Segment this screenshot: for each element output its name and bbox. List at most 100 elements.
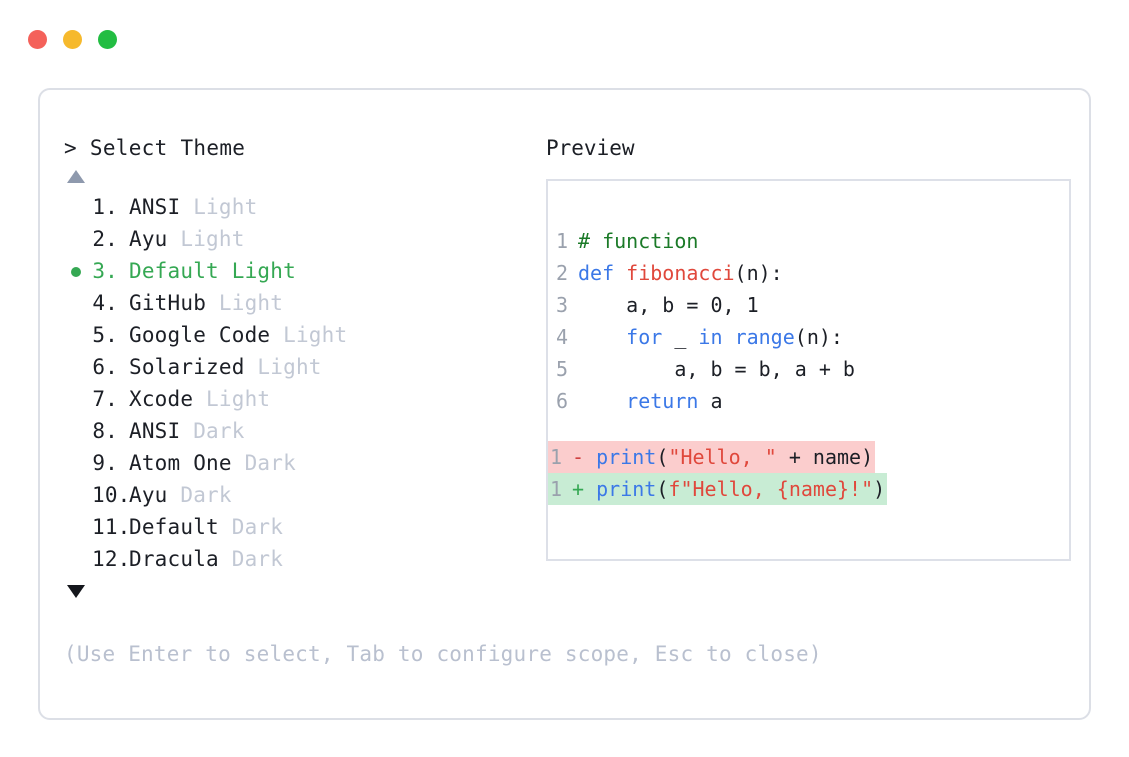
- theme-item-index: 12.: [92, 547, 131, 571]
- maximize-window-button[interactable]: [98, 30, 117, 49]
- code-line-text: return a: [578, 385, 723, 417]
- theme-list-item[interactable]: 1.ANSI Light: [64, 191, 534, 223]
- selection-bullet-icon: [71, 427, 81, 437]
- selection-bullet-icon: [71, 203, 81, 213]
- theme-list-item[interactable]: 4.GitHub Light: [64, 287, 534, 319]
- theme-item-name: Xcode: [129, 387, 194, 411]
- theme-item-name: Google Code: [129, 323, 271, 347]
- theme-item-index: 5.: [92, 323, 118, 347]
- theme-list-item[interactable]: 8. ANSI Dark: [64, 415, 534, 447]
- code-token: in: [698, 325, 723, 349]
- theme-item-variant: Dark: [167, 483, 232, 507]
- close-window-button[interactable]: [28, 30, 47, 49]
- diff-line-body: 1+ print(f"Hello, {name}!"): [548, 473, 888, 505]
- line-number: 3: [555, 293, 568, 317]
- theme-item-variant: Light: [244, 355, 322, 379]
- diff-line-removed: 1- print("Hello, " + name): [548, 441, 1069, 473]
- theme-item-variant: Dark: [231, 451, 296, 475]
- code-token: [578, 389, 626, 413]
- code-token: return: [626, 389, 699, 413]
- window-traffic-lights: [28, 30, 117, 49]
- selection-bullet-icon: [71, 267, 81, 277]
- triangle-up-icon[interactable]: [67, 170, 85, 183]
- code-token: # function: [578, 229, 699, 253]
- code-token: !": [849, 477, 874, 501]
- selection-bullet-icon: [71, 395, 81, 405]
- theme-item-variant: Light: [270, 323, 348, 347]
- preview-title: Preview: [546, 136, 635, 160]
- code-token: range: [734, 325, 795, 349]
- theme-item-name: Ayu: [129, 227, 168, 251]
- code-token: (n):: [734, 261, 783, 285]
- theme-list-item[interactable]: 7.Xcode Light: [64, 383, 534, 415]
- keyboard-hint: (Use Enter to select, Tab to configure s…: [64, 642, 822, 666]
- theme-item-name: Dracula: [129, 547, 219, 571]
- line-number: 6: [555, 389, 568, 413]
- line-number: 1: [550, 445, 563, 469]
- selection-bullet-icon: [71, 363, 81, 373]
- theme-item-variant: Dark: [180, 419, 245, 443]
- code-line: 4 for _ in range(n):: [548, 321, 1069, 353]
- code-token: [578, 325, 626, 349]
- code-token: a: [698, 389, 723, 413]
- theme-item-index: 7.: [92, 387, 118, 411]
- code-token: fibonacci: [626, 261, 735, 285]
- theme-item-index: 8.: [92, 419, 118, 443]
- code-token: {name}: [776, 477, 850, 501]
- line-number: 1: [550, 477, 563, 501]
- theme-list-item[interactable]: 6. Solarized Light: [64, 351, 534, 383]
- code-token: _: [662, 325, 699, 349]
- theme-item-index: 10.: [92, 483, 131, 507]
- code-line: 2 def fibonacci(n):: [548, 257, 1069, 289]
- theme-item-name: Default: [129, 259, 219, 283]
- code-token: print: [596, 477, 657, 501]
- theme-item-variant: Light: [180, 195, 258, 219]
- triangle-down-icon[interactable]: [67, 585, 85, 598]
- theme-list-item[interactable]: 3.Default Light: [64, 255, 534, 287]
- theme-list-item[interactable]: 12.Dracula Dark: [64, 543, 534, 575]
- selection-bullet-icon: [71, 555, 81, 565]
- theme-item-name: Atom One: [129, 451, 232, 475]
- diff-sign: -: [572, 445, 597, 469]
- theme-item-index: 3.: [92, 259, 118, 283]
- minimize-window-button[interactable]: [63, 30, 82, 49]
- selection-bullet-icon: [71, 235, 81, 245]
- code-line: 1 # function: [548, 225, 1069, 257]
- theme-list-item[interactable]: 2.Ayu Light: [64, 223, 534, 255]
- code-line: 5 a, b = b, a + b: [548, 353, 1069, 385]
- theme-item-index: 4.: [92, 291, 118, 315]
- theme-item-variant: Dark: [218, 515, 284, 539]
- code-line-text: a, b = b, a + b: [578, 353, 855, 385]
- theme-item-name: Ayu: [129, 483, 168, 507]
- selection-bullet-icon: [71, 299, 81, 309]
- theme-list-item[interactable]: 10.Ayu Dark: [64, 479, 534, 511]
- code-line-text: def fibonacci(n):: [578, 257, 783, 289]
- theme-list-item[interactable]: 5. Google Code Light: [64, 319, 534, 351]
- diff-sign: +: [572, 477, 597, 501]
- code-line-text: # function: [578, 225, 698, 257]
- theme-item-name: Solarized: [129, 355, 245, 379]
- selection-bullet-icon: [71, 459, 81, 469]
- code-token: [723, 325, 735, 349]
- theme-item-name: GitHub: [129, 291, 207, 315]
- selection-bullet-icon: [71, 523, 81, 533]
- selection-bullet-icon: [71, 331, 81, 341]
- theme-item-name: Default: [129, 515, 219, 539]
- theme-list-item[interactable]: 11.Default Dark: [64, 511, 534, 543]
- code-token: for: [626, 325, 663, 349]
- line-number: 2: [555, 261, 568, 285]
- line-number: 1: [555, 229, 568, 253]
- theme-item-index: 6.: [92, 355, 118, 379]
- theme-list-item[interactable]: 9. Atom One Dark: [64, 447, 534, 479]
- theme-item-index: 9.: [92, 451, 118, 475]
- code-preview-box: 1 # function 2 def fibonacci(n): 3 a, b = 0,…: [546, 179, 1071, 561]
- theme-item-name: ANSI: [129, 419, 181, 443]
- diff-line-body: 1- print("Hello, " + name): [548, 441, 876, 473]
- code-token: (: [656, 477, 669, 501]
- code-line-text: a, b = 0, 1: [578, 289, 758, 321]
- preview-column: Preview 1 # function 2 def fibonacci(n): 3 a…: [546, 134, 1071, 561]
- theme-item-index: 1.: [92, 195, 118, 219]
- code-token: f"Hello,: [668, 477, 777, 501]
